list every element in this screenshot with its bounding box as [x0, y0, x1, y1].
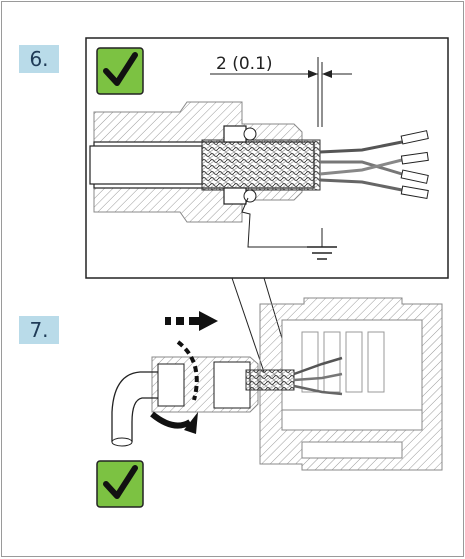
cable-assembly — [111, 356, 343, 447]
dimension-label: 2 (0.1) — [216, 54, 273, 74]
rotate-arrow-icon — [150, 340, 199, 434]
dimension-marker: 2 (0.1) — [210, 54, 352, 127]
step-number-6: 6. — [19, 45, 59, 73]
checkmark-icon-bottom — [96, 460, 144, 508]
dashed-arrow-icon — [165, 311, 218, 331]
step-number-7: 7. — [19, 316, 59, 344]
checkmark-icon-top — [96, 47, 144, 95]
device-housing — [259, 297, 443, 471]
ground-symbol-icon — [241, 197, 337, 260]
cable-gland-section — [89, 101, 429, 223]
